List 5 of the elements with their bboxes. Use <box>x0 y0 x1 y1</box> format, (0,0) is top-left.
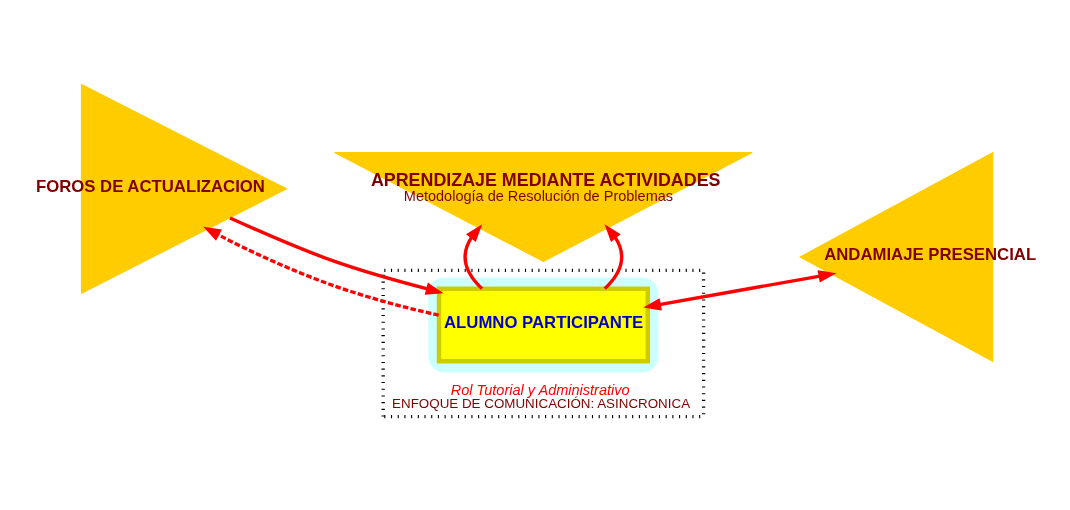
arrow <box>203 226 440 317</box>
arrow <box>643 270 837 311</box>
cluster <box>428 277 659 373</box>
arrow <box>229 216 444 295</box>
node-box: ALUMNO PARTICIPANTE <box>436 286 650 364</box>
